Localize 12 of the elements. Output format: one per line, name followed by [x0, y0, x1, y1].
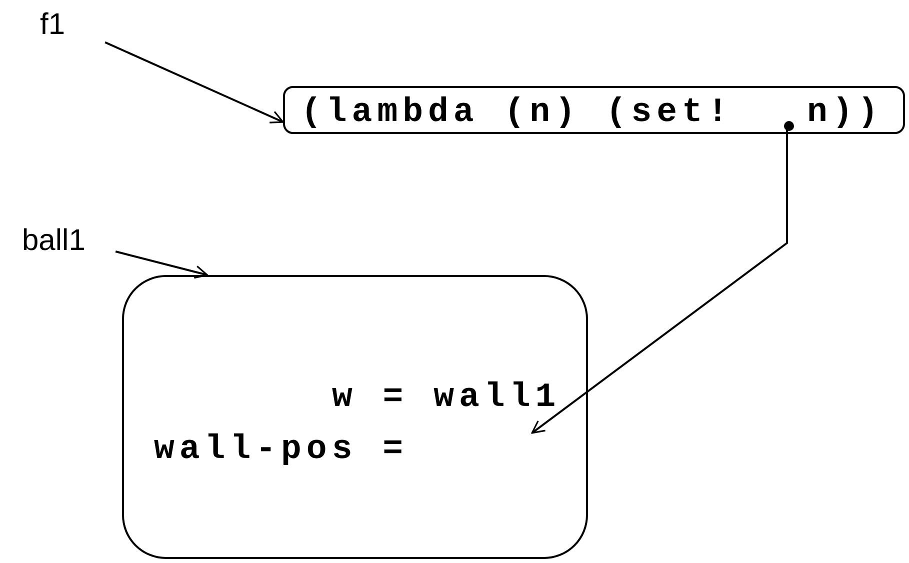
arrow [115, 250, 208, 279]
variable-label: ball1 [22, 226, 86, 256]
variable-label: f1 [40, 10, 66, 40]
code-text: wall-pos = [154, 433, 408, 467]
code-text: n)) [807, 96, 884, 130]
arrow [531, 129, 788, 434]
code-text: w = wall1 [332, 381, 561, 415]
code-text: (lambda (n) (set! [301, 96, 733, 130]
procedure-box [283, 86, 905, 134]
arrow [104, 41, 284, 124]
object-box [122, 275, 588, 559]
pointer-dot [784, 121, 794, 131]
